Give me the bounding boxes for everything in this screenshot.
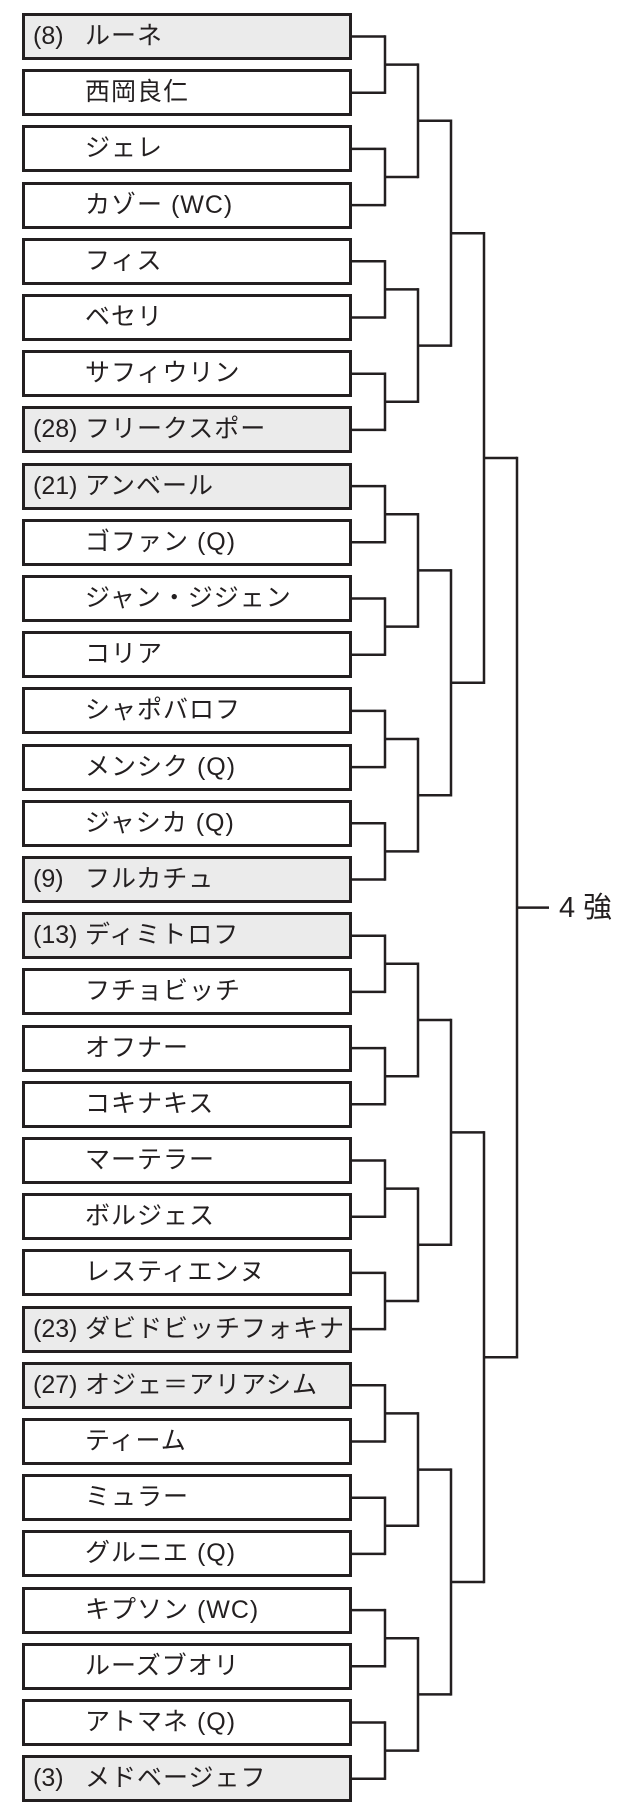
player-name: レスティエンヌ bbox=[85, 1258, 266, 1287]
seed-label: (9) bbox=[33, 865, 64, 893]
seed-label: (23) bbox=[33, 1314, 78, 1343]
player-box: コリア bbox=[22, 631, 352, 679]
player-box: (27)オジェ＝アリアシム bbox=[22, 1361, 352, 1409]
player-box: シャポバロフ bbox=[22, 687, 352, 735]
player-name: ベセリ bbox=[85, 303, 164, 331]
player-name: ティーム bbox=[85, 1427, 187, 1455]
player-box: ゴファン (Q) bbox=[22, 518, 352, 566]
player-box: 西岡良仁 bbox=[22, 69, 352, 117]
player-box: ティーム bbox=[22, 1418, 352, 1465]
player-name: オフナー bbox=[85, 1033, 190, 1062]
player-name: ミュラー bbox=[85, 1483, 190, 1512]
player-name: フリークスポー bbox=[85, 415, 267, 444]
player-box: レスティエンヌ bbox=[22, 1249, 352, 1297]
player-name: シャポバロフ bbox=[85, 696, 242, 725]
player-name: フィス bbox=[85, 246, 163, 275]
player-name: サフィウリン bbox=[85, 359, 241, 388]
player-box: (13)ディミトロフ bbox=[22, 912, 352, 960]
player-name: ジャン・ジジェン bbox=[85, 584, 292, 612]
player-name: メドベージェフ bbox=[85, 1764, 267, 1793]
player-box: カゾー (WC) bbox=[22, 181, 352, 229]
player-name: マーテラー bbox=[85, 1146, 216, 1174]
player-box: ミュラー bbox=[22, 1474, 352, 1522]
player-name: カゾー (WC) bbox=[85, 190, 234, 219]
seed-label: (13) bbox=[33, 921, 78, 950]
player-box: フィス bbox=[22, 237, 352, 285]
player-box: ボルジェス bbox=[22, 1193, 352, 1241]
player-name: メンシク (Q) bbox=[85, 752, 237, 781]
player-name: グルニエ (Q) bbox=[85, 1539, 237, 1568]
player-name: ダビドビッチフォキナ bbox=[85, 1314, 346, 1343]
player-box: キプソン (WC) bbox=[22, 1586, 352, 1634]
seed-label: (8) bbox=[33, 22, 64, 50]
player-box: (3) メドベージェフ bbox=[22, 1755, 352, 1803]
player-name: ゴファン (Q) bbox=[85, 527, 237, 556]
player-box: コキナキス bbox=[22, 1080, 352, 1128]
player-name: ルーズブオリ bbox=[85, 1651, 240, 1680]
player-box: アトマネ (Q) bbox=[22, 1699, 352, 1746]
player-box: (9) フルカチュ bbox=[22, 856, 352, 903]
player-name: フルカチュ bbox=[85, 865, 215, 893]
player-name: 西岡良仁 bbox=[85, 78, 190, 107]
player-box: メンシク (Q) bbox=[22, 743, 352, 791]
player-name: アトマネ (Q) bbox=[85, 1708, 237, 1736]
player-name: コキナキス bbox=[85, 1089, 215, 1118]
player-name: ジェレ bbox=[85, 134, 164, 163]
seed-label: (21) bbox=[33, 471, 78, 500]
player-box: サフィウリン bbox=[22, 350, 352, 398]
player-box: ジャシカ (Q) bbox=[22, 799, 352, 847]
player-box: オフナー bbox=[22, 1024, 352, 1072]
player-box: マーテラー bbox=[22, 1137, 352, 1184]
player-box: グルニエ (Q) bbox=[22, 1530, 352, 1578]
player-name: ボルジェス bbox=[85, 1202, 216, 1231]
seed-label: (3) bbox=[33, 1764, 64, 1793]
player-name: オジェ＝アリアシム bbox=[85, 1370, 319, 1399]
player-box: ルーズブオリ bbox=[22, 1642, 352, 1690]
player-name: コリア bbox=[85, 640, 164, 669]
player-box: (28)フリークスポー bbox=[22, 406, 352, 454]
player-name: ディミトロフ bbox=[85, 921, 240, 950]
player-box: フチョビッチ bbox=[22, 968, 352, 1016]
player-box: ベセリ bbox=[22, 294, 352, 341]
player-box: ジャン・ジジェン bbox=[22, 575, 352, 622]
player-name: ルーネ bbox=[85, 22, 164, 50]
player-box: (8) ルーネ bbox=[22, 13, 352, 60]
player-box: ジェレ bbox=[22, 125, 352, 173]
player-name: ジャシカ (Q) bbox=[85, 808, 235, 837]
seed-label: (28) bbox=[33, 415, 78, 444]
player-box: (23)ダビドビッチフォキナ bbox=[22, 1305, 352, 1353]
player-name: キプソン (WC) bbox=[85, 1595, 260, 1624]
player-name: フチョビッチ bbox=[85, 977, 242, 1006]
player-box: (21)アンベール bbox=[22, 462, 352, 510]
final-four-label: 4 強 bbox=[559, 891, 613, 924]
player-name: アンベール bbox=[85, 471, 215, 500]
seed-label: (27) bbox=[33, 1370, 78, 1399]
